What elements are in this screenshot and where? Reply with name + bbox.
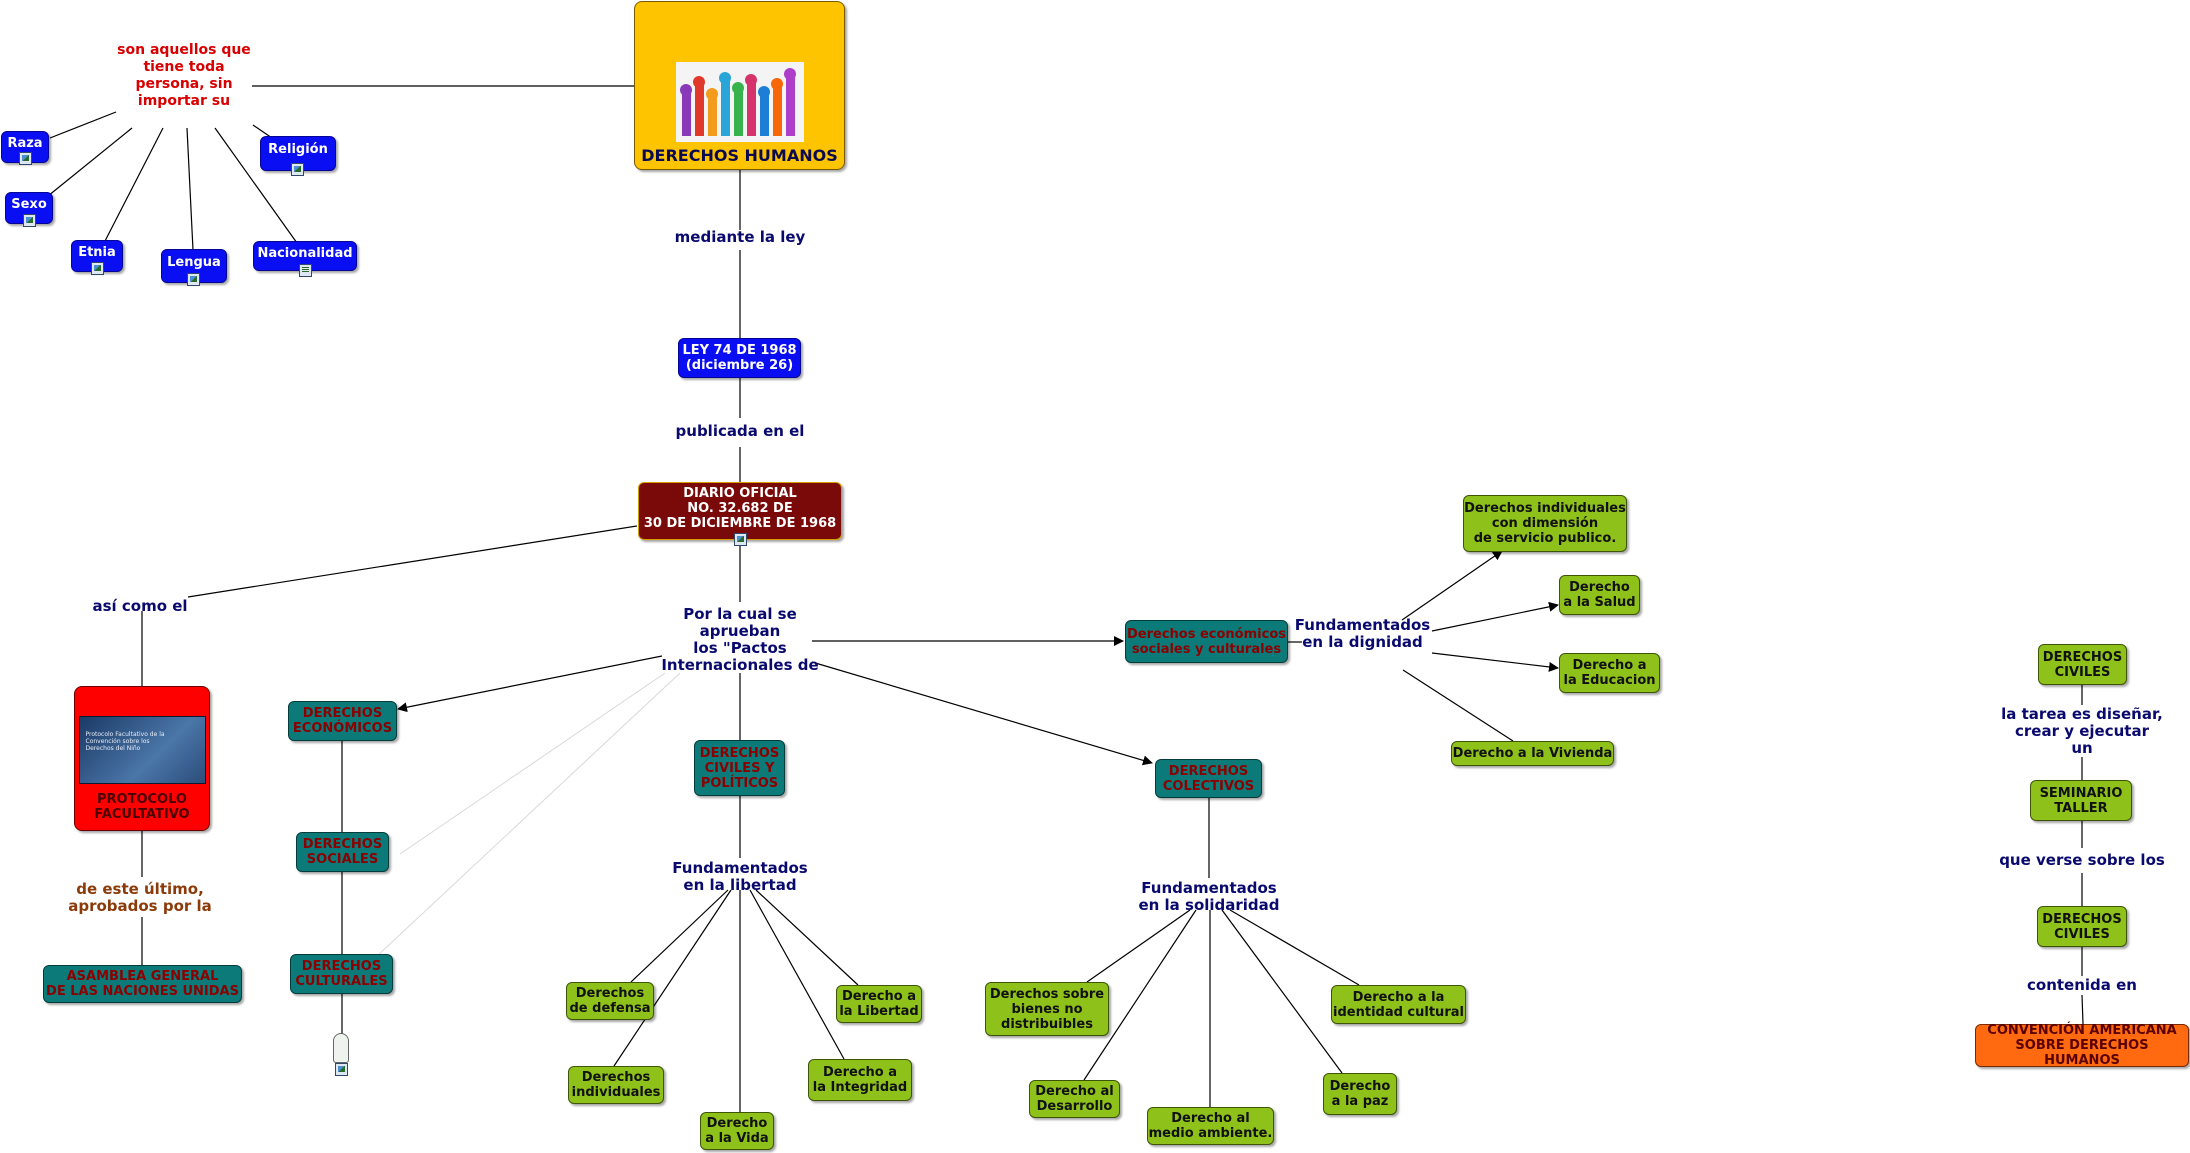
item-identidad-cultural[interactable]: Derecho a la identidad cultural [1331, 985, 1466, 1024]
phrase-de-este-ultimo: de este último, aprobados por la [68, 880, 212, 915]
node-derechos-economicos-sociales-culturales[interactable]: Derechos económicos sociales y culturale… [1125, 620, 1288, 663]
item-sexo[interactable]: Sexo [5, 192, 53, 224]
religion-image-icon[interactable] [291, 163, 304, 176]
phrase-fundamentados-libertad: Fundamentados en la libertad [672, 859, 808, 894]
etnia-image-icon[interactable] [91, 262, 104, 275]
item-bienes-no-distribuibles[interactable]: Derechos sobre bienes no distribuibles [985, 982, 1109, 1036]
item-derechos-de-defensa[interactable]: Derechos de defensa [566, 982, 654, 1020]
node-asamblea-general[interactable]: ASAMBLEA GENERAL DE LAS NACIONES UNIDAS [43, 965, 242, 1003]
phrase-fundamentados-dignidad: Fundamentados en la dignidad [1294, 616, 1431, 651]
item-derecho-a-la-integridad[interactable]: Derecho a la Integridad [808, 1059, 912, 1101]
node-diario-oficial[interactable]: DIARIO OFICIAL NO. 32.682 DE 30 DE DICIE… [638, 482, 842, 540]
lengua-image-icon[interactable] [187, 273, 200, 286]
phrase-pactos-internacionales: Por la cual se aprueban los "Pactos Inte… [661, 605, 819, 674]
item-raza[interactable]: Raza [1, 131, 49, 163]
node-derechos-civiles-bottom[interactable]: DERECHOS CIVILES [2037, 906, 2127, 947]
phrase-tarea-disenar: la tarea es diseñar, crear y ejecutar un [2001, 705, 2163, 757]
root-node-derechos-humanos[interactable]: DERECHOS HUMANOS [634, 1, 845, 170]
item-derecho-a-la-vivienda[interactable]: Derecho a la Vivienda [1451, 741, 1614, 766]
phrase-contenida-en: contenida en [2027, 976, 2137, 994]
node-derechos-economicos[interactable]: DERECHOS ECONÓMICOS [288, 701, 397, 741]
phrase-asi-como-el: así como el [92, 597, 188, 615]
node-convencion-americana[interactable]: CONVENCIÓN AMERICANA SOBRE DERECHOS HUMA… [1975, 1023, 2189, 1068]
paperclip-attachment-icon[interactable] [333, 1033, 349, 1063]
node-ley-74-1968[interactable]: LEY 74 DE 1968 (diciembre 26) [678, 338, 801, 378]
protocol-document-image: Protocolo Facultativo de la Convención s… [78, 716, 206, 784]
item-derecho-a-la-educacion[interactable]: Derecho a la Educacion [1559, 653, 1660, 693]
node-derechos-sociales[interactable]: DERECHOS SOCIALES [296, 832, 389, 872]
phrase-definition: son aquellos que tiene toda persona, sin… [117, 42, 251, 109]
node-derechos-colectivos[interactable]: DERECHOS COLECTIVOS [1155, 759, 1262, 798]
diario-image-icon[interactable] [734, 533, 747, 546]
node-derechos-civiles-y-politicos[interactable]: DERECHOS CIVILES Y POLÍTICOS [694, 740, 785, 796]
culturales-image-icon[interactable] [335, 1063, 348, 1076]
nacionalidad-document-icon[interactable] [299, 264, 312, 277]
phrase-publicada-en-el: publicada en el [675, 422, 805, 440]
item-derecho-a-la-paz[interactable]: Derecho a la paz [1323, 1073, 1397, 1115]
protocol-image-caption: Protocolo Facultativo de la Convención s… [85, 731, 165, 752]
item-derecho-al-medio-ambiente[interactable]: Derecho al medio ambiente. [1147, 1107, 1274, 1145]
item-derecho-a-la-libertad[interactable]: Derecho a la Libertad [836, 985, 922, 1023]
node-derechos-civiles-top[interactable]: DERECHOS CIVILES [2038, 644, 2127, 685]
phrase-fundamentados-solidaridad: Fundamentados en la solidaridad [1138, 879, 1280, 914]
item-derecho-a-la-vida[interactable]: Derecho a la Vida [700, 1112, 774, 1150]
phrase-mediante-la-ley: mediante la ley [674, 228, 806, 246]
sexo-image-icon[interactable] [23, 214, 36, 227]
item-derecho-al-desarrollo[interactable]: Derecho al Desarrollo [1029, 1080, 1120, 1118]
protocolo-label: PROTOCOLO FACULTATIVO [94, 792, 190, 822]
root-title: DERECHOS HUMANOS [641, 146, 838, 165]
phrase-que-verse-sobre-los: que verse sobre los [1999, 851, 2165, 869]
item-lengua[interactable]: Lengua [161, 249, 227, 283]
node-protocolo-facultativo[interactable]: Protocolo Facultativo de la Convención s… [74, 686, 210, 831]
item-derechos-individuales[interactable]: Derechos individuales [568, 1066, 664, 1104]
raza-image-icon[interactable] [19, 152, 32, 165]
node-derechos-culturales[interactable]: DERECHOS CULTURALES [290, 954, 393, 994]
item-servicio-publico[interactable]: Derechos individuales con dimensión de s… [1463, 495, 1627, 552]
node-seminario-taller[interactable]: SEMINARIO TALLER [2030, 780, 2132, 821]
raised-hands-image [675, 62, 804, 142]
item-derecho-a-la-salud[interactable]: Derecho a la Salud [1559, 575, 1640, 615]
